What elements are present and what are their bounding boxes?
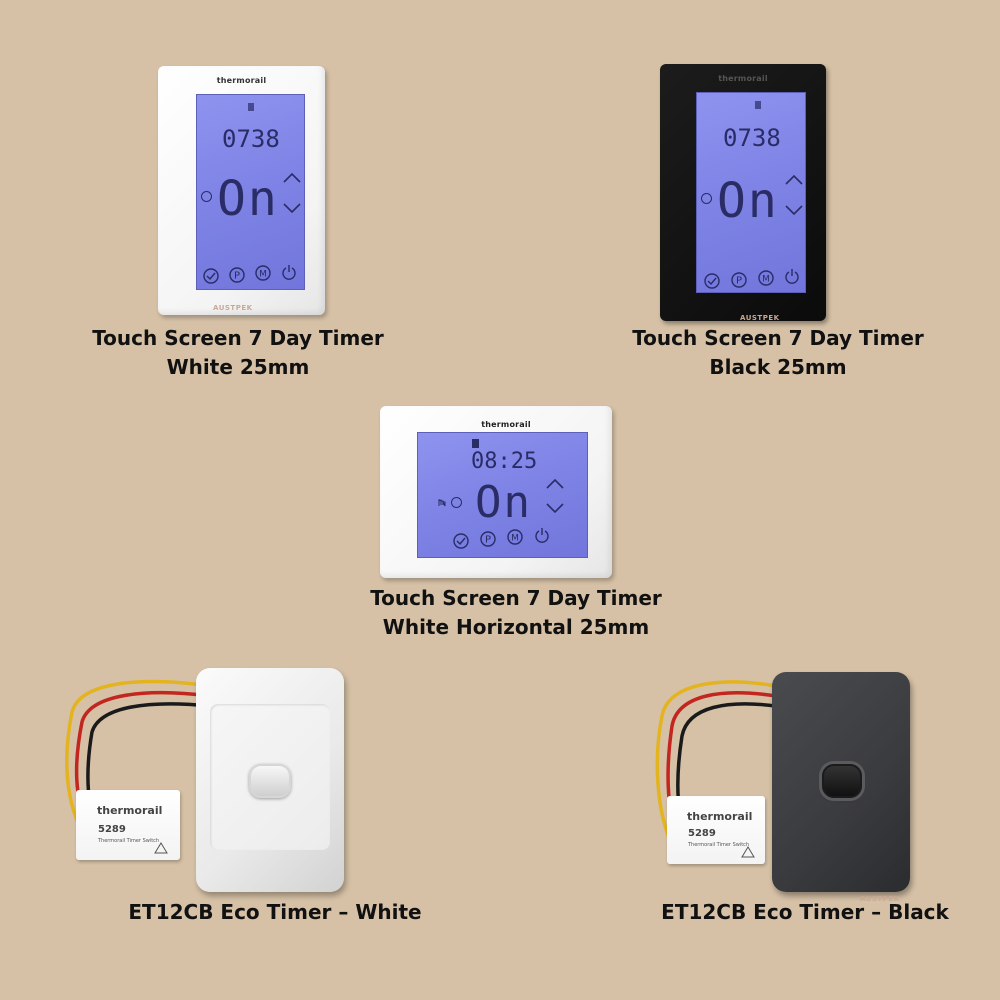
hand-icon [438, 499, 446, 507]
relay-brand: thermorail [97, 804, 163, 817]
clock-display: 0738 [723, 124, 781, 152]
mode-button-icon[interactable]: M [507, 529, 523, 545]
up-arrow-icon[interactable] [283, 172, 301, 183]
confirm-button-icon[interactable] [453, 533, 469, 549]
mode-display: On [475, 477, 532, 528]
svg-text:P: P [736, 276, 742, 287]
lcd-screen: 08:25 On P M [417, 432, 588, 558]
program-button-icon[interactable]: P [229, 267, 245, 283]
caption-text: ET12CB Eco Timer – White [128, 900, 422, 924]
down-arrow-icon[interactable] [785, 205, 803, 216]
power-button-icon[interactable] [534, 527, 550, 543]
confirm-button-icon[interactable] [704, 273, 720, 289]
rocker-switch[interactable] [822, 764, 862, 798]
relay-label: Thermorail Timer Switch [688, 842, 750, 848]
day-indicator-icon [472, 439, 479, 448]
touch-timer-white-vertical: thermorail 0738 On P M AUSTPEK [158, 66, 325, 315]
up-arrow-icon[interactable] [785, 174, 803, 185]
mode-display: On [217, 171, 279, 227]
clock-icon [451, 497, 462, 508]
power-button-icon[interactable] [281, 264, 297, 280]
caption-text: ET12CB Eco Timer – Black [661, 900, 949, 924]
clock-display: 08:25 [471, 449, 538, 474]
brand-label: thermorail [216, 76, 267, 85]
svg-text:M: M [259, 270, 267, 280]
mode-button-icon[interactable]: M [255, 265, 271, 281]
caption-white-horizontal: Touch Screen 7 Day Timer White Horizonta… [346, 584, 686, 642]
brand-label: thermorail [718, 74, 768, 83]
svg-text:M: M [511, 534, 519, 544]
watermark: AUSTPEK [213, 304, 253, 312]
clock-icon [201, 191, 212, 202]
caption-white-vertical: Touch Screen 7 Day Timer White 25mm [88, 324, 388, 382]
power-button-icon[interactable] [784, 268, 800, 284]
lcd-screen: 0738 On P M [196, 94, 305, 290]
caption-eco-black: ET12CB Eco Timer – Black [640, 898, 970, 927]
down-arrow-icon[interactable] [546, 503, 564, 514]
caption-line1: Touch Screen 7 Day Timer [370, 586, 662, 610]
switch-plate-black [772, 672, 910, 892]
watermark: AUSTPEK [740, 314, 780, 322]
up-arrow-icon[interactable] [546, 478, 564, 489]
relay-module-black: thermorail 5289 Thermorail Timer Switch [667, 796, 765, 864]
certification-icon [154, 842, 168, 854]
caption-eco-white: ET12CB Eco Timer – White [110, 898, 440, 927]
certification-icon [741, 846, 755, 858]
svg-text:P: P [485, 535, 491, 546]
day-indicator-icon [248, 103, 254, 111]
caption-line2: White 25mm [166, 355, 310, 379]
svg-text:M: M [762, 275, 770, 285]
caption-black-vertical: Touch Screen 7 Day Timer Black 25mm [628, 324, 928, 382]
brand-label: thermorail [481, 420, 531, 429]
caption-line2: Black 25mm [709, 355, 847, 379]
lcd-screen: 0738 On P M [696, 92, 806, 293]
relay-brand: thermorail [687, 810, 753, 823]
clock-display: 0738 [222, 125, 280, 153]
program-button-icon[interactable]: P [731, 272, 747, 288]
switch-plate-white [196, 668, 344, 892]
caption-line1: Touch Screen 7 Day Timer [632, 326, 924, 350]
relay-module-white: thermorail 5289 Thermorail Timer Switch [76, 790, 180, 860]
mode-display: On [717, 173, 779, 229]
caption-line2: White Horizontal 25mm [382, 615, 650, 639]
confirm-button-icon[interactable] [203, 268, 219, 284]
touch-timer-white-horizontal: thermorail 08:25 On P M [380, 406, 612, 578]
down-arrow-icon[interactable] [283, 203, 301, 214]
svg-text:P: P [234, 271, 240, 282]
caption-line1: Touch Screen 7 Day Timer [92, 326, 384, 350]
day-indicator-icon [755, 101, 761, 109]
touch-timer-black-vertical: thermorail 0738 On P M AUSTPEK [660, 64, 826, 322]
relay-model: 5289 [98, 824, 126, 835]
clock-icon [701, 193, 712, 204]
watermark: AUSTPEK [860, 895, 900, 903]
relay-label: Thermorail Timer Switch [98, 838, 160, 844]
program-button-icon[interactable]: P [480, 531, 496, 547]
rocker-switch[interactable] [249, 764, 291, 798]
mode-button-icon[interactable]: M [758, 270, 774, 286]
relay-model: 5289 [688, 828, 716, 839]
